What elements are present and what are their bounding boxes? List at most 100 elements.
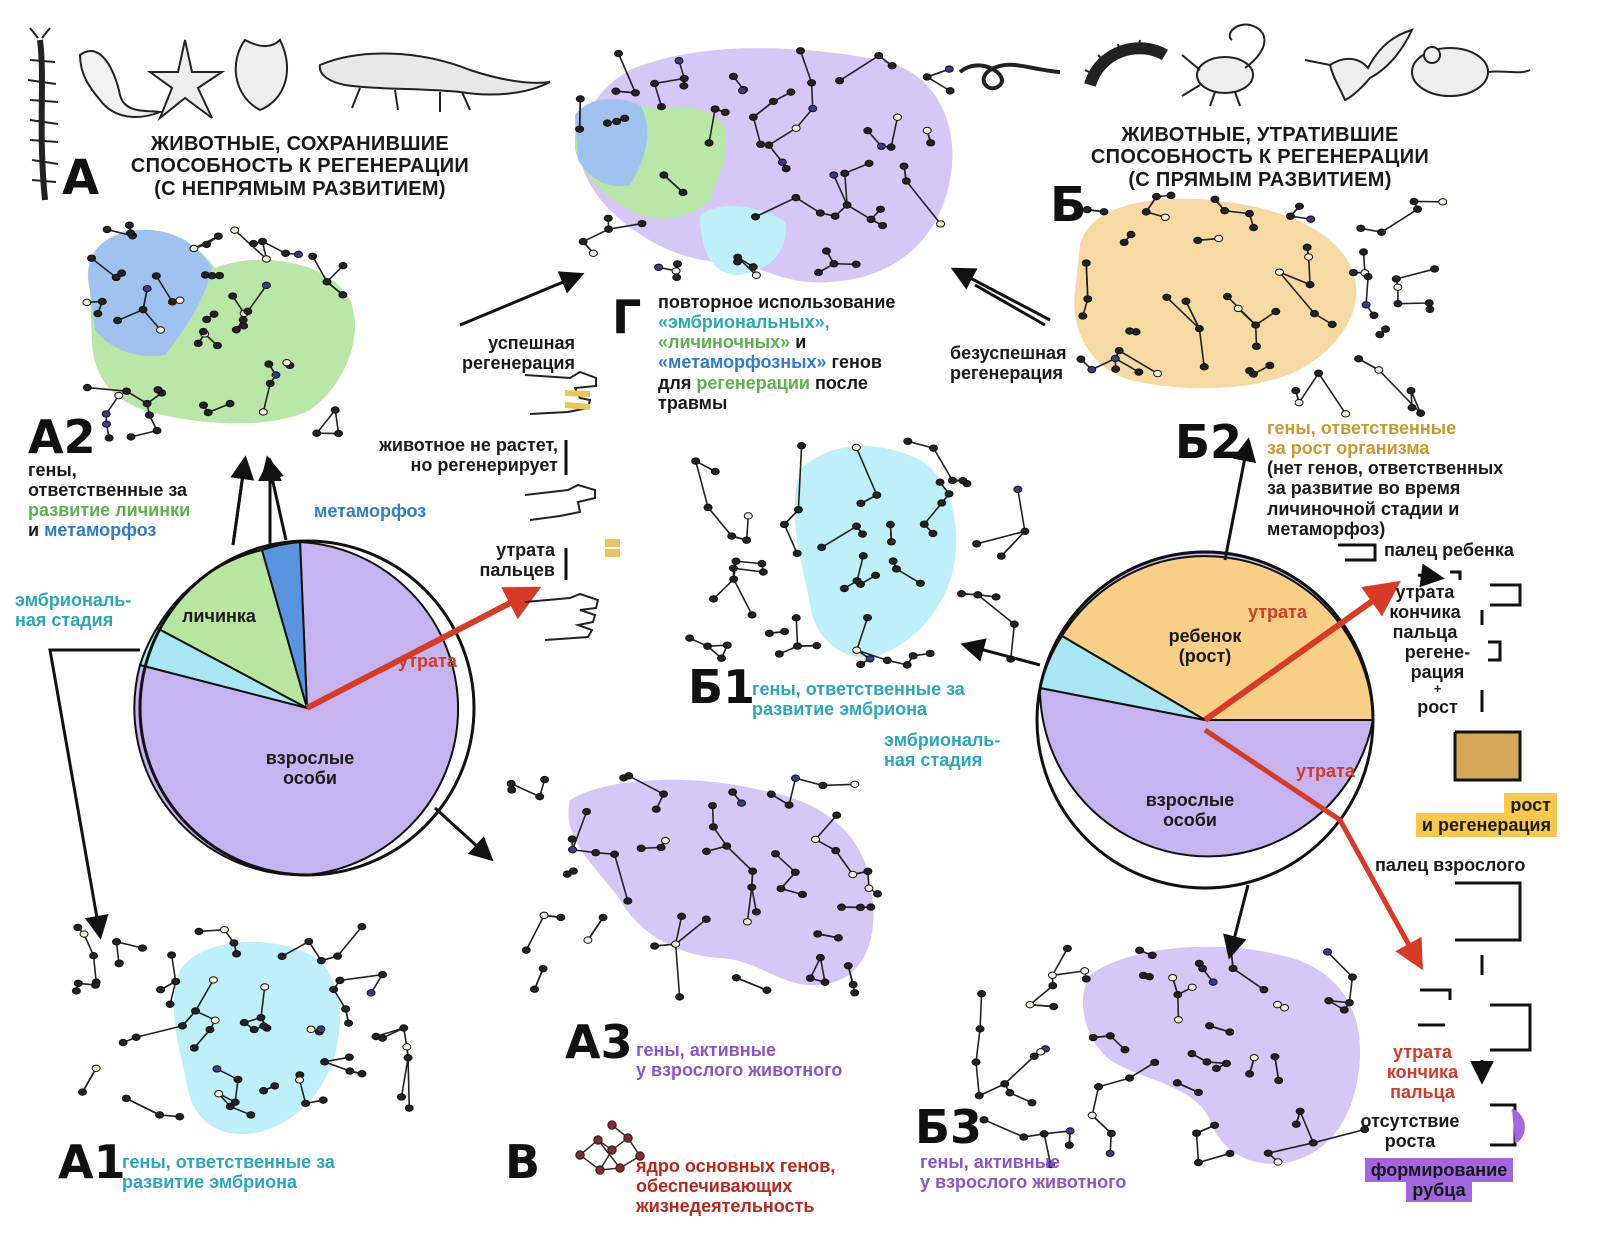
a2-line2: ответственные за — [28, 480, 188, 501]
b2-line4: за развитие во время — [1267, 478, 1461, 499]
g-line5-post: после — [815, 372, 868, 393]
group-b-letter: Б — [1050, 177, 1087, 233]
v-caption: ядро основных генов, обеспечивающих жизн… — [636, 1156, 835, 1216]
fail-line1: безуспешная — [950, 343, 1067, 363]
child-tip-loss-2: кончика — [1389, 602, 1461, 623]
mouse-icon — [1411, 46, 1531, 97]
g-line5-pre: для — [658, 372, 692, 393]
a2-and: и — [28, 520, 40, 541]
group-a-title: ЖИВОТНЫЕ, СОХРАНИВШИЕ СПОСОБНОСТЬ К РЕГЕ… — [110, 133, 490, 200]
pie-b-child-line2: (рост) — [1178, 646, 1232, 667]
pie-b-loss-arrow-2 — [1203, 727, 1423, 971]
pie-a-loss-arrow — [305, 586, 542, 711]
b3-caption: гены, активные у взрослого животного — [920, 1152, 1126, 1192]
a1-line2: развитие эмбриона — [122, 1172, 298, 1193]
child-finger-title: палец ребенка — [1384, 540, 1514, 560]
b2-line5: личиночной стадии и — [1267, 498, 1460, 519]
a3-caption: гены, активные у взрослого животного — [636, 1040, 842, 1080]
b3-letter: Б3 — [915, 1100, 983, 1154]
a2-letter: А2 — [28, 410, 96, 464]
network-a1 — [173, 941, 341, 1135]
child-tip-loss-3: пальца — [1392, 622, 1458, 643]
pie-b-loss-label-2: утрата — [1296, 761, 1355, 781]
adult-tip-loss-1: утрата — [1393, 1042, 1452, 1062]
group-a-title-line3: (С НЕПРЯМЫМ РАЗВИТИЕМ) — [154, 177, 446, 200]
g-line4-wrap: «метаморфозных» генов — [658, 352, 895, 372]
graph-a3 — [506, 772, 883, 1001]
child-tip-loss-1: утрата — [1395, 582, 1455, 602]
failed-regeneration-label: безуспешная регенерация — [950, 343, 1066, 383]
a1-letter: А1 — [58, 1135, 126, 1189]
adult-badge-2: рубца — [1406, 1178, 1472, 1203]
network-v — [575, 1120, 645, 1175]
adult-tip-loss-3: пальца — [1390, 1082, 1455, 1103]
no-grow-line2: но регенерирует — [410, 455, 558, 476]
b1-line2: развитие эмбриона — [752, 699, 928, 720]
g-line1: повторное использование — [658, 292, 896, 312]
pie-b — [1035, 550, 1375, 890]
finger-loss-label: утрата пальцев — [450, 540, 555, 580]
child-regen-1: регене- — [1404, 642, 1471, 662]
v-line3: жизнедеятельность — [636, 1196, 815, 1217]
g-line3: «личиночных» — [658, 332, 791, 353]
centipede-icon — [27, 27, 59, 201]
group-a-title-line1: ЖИВОТНЫЕ, СОХРАНИВШИЕ — [150, 133, 450, 155]
newt-icon — [318, 52, 551, 112]
g-line3-and: и — [795, 332, 807, 353]
group-b-title-line1: ЖИВОТНЫЕ, УТРАТИВШИЕ — [1121, 124, 1399, 146]
g-letter: Г — [612, 290, 642, 344]
finger-loss-line1: утрата — [496, 540, 555, 560]
success-line2: регенерация — [461, 353, 575, 374]
adult-no-growth: отсутствие роста — [1350, 1111, 1470, 1151]
child-regen-2: рация — [1410, 662, 1465, 683]
pie-b-child-label: ребенок (рост) — [1150, 626, 1260, 666]
a2-line4: и метаморфоз — [28, 520, 190, 540]
scorpion-icon — [1181, 23, 1266, 107]
network-b1 — [794, 446, 957, 658]
starfish-icon — [146, 39, 226, 122]
graph-b1 — [685, 437, 1030, 669]
pie-b-adult-line2: особи — [1163, 810, 1217, 831]
adult-badge-1: формирование — [1364, 1158, 1514, 1182]
a3-line1: гены, активные — [636, 1040, 776, 1060]
hand-icons — [524, 370, 620, 641]
a1-caption: гены, ответственные за развитие эмбриона — [122, 1152, 335, 1192]
graph-g — [575, 47, 955, 282]
a2-line1: гены, — [28, 460, 77, 480]
pie-a-adult-label: взрослые особи — [245, 748, 375, 788]
child-regen-growth: рост — [1417, 696, 1458, 717]
adult-tip-loss-2: кончика — [1386, 1062, 1459, 1083]
v-line2: обеспечивающих — [636, 1176, 793, 1197]
g-line2: «эмбриональных», — [658, 312, 830, 333]
pie-a-loss-label: утрата — [398, 651, 457, 671]
pie-b-embryo-line1: эмбриональ- — [884, 730, 1001, 750]
a3-letter: А3 — [565, 1015, 633, 1069]
graph-b3 — [971, 944, 1370, 1169]
b2-letter: Б2 — [1175, 415, 1243, 469]
a2-line3: развитие личинки — [28, 500, 191, 521]
b3-line1: гены, активные — [920, 1152, 1060, 1172]
adult-no-growth-2: роста — [1384, 1131, 1436, 1152]
pie-a-adult-line2: особи — [283, 768, 337, 789]
pie-a — [133, 539, 476, 877]
adult-result-badge: формирование рубца — [1348, 1158, 1530, 1203]
hummingbird-icon — [1304, 28, 1414, 102]
pie-b-adult-line1: взрослые — [1145, 790, 1235, 810]
pie-a-embryo-line2: ная стадия — [15, 610, 114, 631]
graph-a1 — [71, 922, 414, 1121]
pie-b-embryo-label: эмбриональ- ная стадия — [884, 730, 1000, 770]
pie-a-adult-line1: взрослые — [265, 748, 355, 768]
g-line5-wrap: для регенерации после — [658, 373, 895, 393]
a2-metamorphosis: метаморфоз — [44, 520, 157, 541]
pie-b-embryo-line2: ная стадия — [884, 750, 983, 771]
success-line1: успешная — [488, 333, 575, 353]
group-b-title-line2: СПОСОБНОСТЬ К РЕГЕНЕРАЦИИ — [1090, 146, 1430, 169]
group-b-title: ЖИВОТНЫЕ, УТРАТИВШИЕ СПОСОБНОСТЬ К РЕГЕН… — [1070, 124, 1450, 191]
child-result-badge: рост и регенерация — [1395, 793, 1557, 838]
a1-line1: гены, ответственные за — [122, 1152, 335, 1172]
pie-a-embryo-label: эмбриональ- ная стадия — [15, 590, 131, 630]
no-grow-line1: животное не растет, — [379, 435, 558, 455]
child-tip-loss: утрата кончика пальца — [1375, 582, 1475, 642]
graph-b2 — [1076, 191, 1448, 418]
